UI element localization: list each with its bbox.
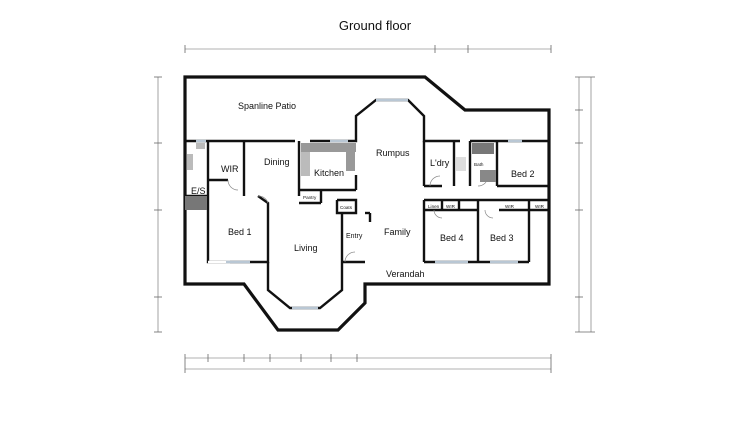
label-living: Living [294,243,318,253]
label-kitchen: Kitchen [314,168,344,178]
label-wir-bed3: WIR [505,204,515,209]
kitchen-bench-icon [301,143,356,152]
vanity-2-icon [480,170,496,182]
label-wir-bed2: WIR [535,204,545,209]
label-verandah: Verandah [386,269,425,279]
label-bed3: Bed 3 [490,233,514,243]
bathtub-icon [472,143,494,154]
door-swings [227,175,494,263]
label-coats: Coats [340,205,353,210]
laundry-tub-icon [456,157,466,171]
label-linen: Linen [428,204,440,209]
exterior-walls [183,75,551,332]
label-es: E/S [191,186,206,196]
label-dining: Dining [264,157,290,167]
room-labels: Spanline Patio WIR E/S Dining Kitchen Pa… [191,101,545,279]
windows [196,98,522,310]
label-bed1: Bed 1 [228,227,252,237]
cooktop-icon [301,152,310,176]
label-pantry: Pantry [303,195,317,200]
label-bed2: Bed 2 [511,169,535,179]
toilet-icon [196,143,205,149]
label-family: Family [384,227,411,237]
shower-icon [185,196,207,210]
kitchen-side-bench-icon [346,143,355,171]
label-wir-bed4: WIR [446,204,456,209]
label-bed4: Bed 4 [440,233,464,243]
interior-walls [185,98,549,310]
label-rumpus: Rumpus [376,148,410,158]
dimension-lines [154,45,595,373]
label-entry: Entry [346,233,363,240]
vanity-icon [187,154,193,170]
label-patio: Spanline Patio [238,101,296,111]
label-bath: Bath [474,162,484,167]
label-wir: WIR [221,164,239,174]
label-laundry: L'dry [430,158,450,168]
page-title: Ground floor [338,18,412,33]
fixtures [185,143,496,210]
